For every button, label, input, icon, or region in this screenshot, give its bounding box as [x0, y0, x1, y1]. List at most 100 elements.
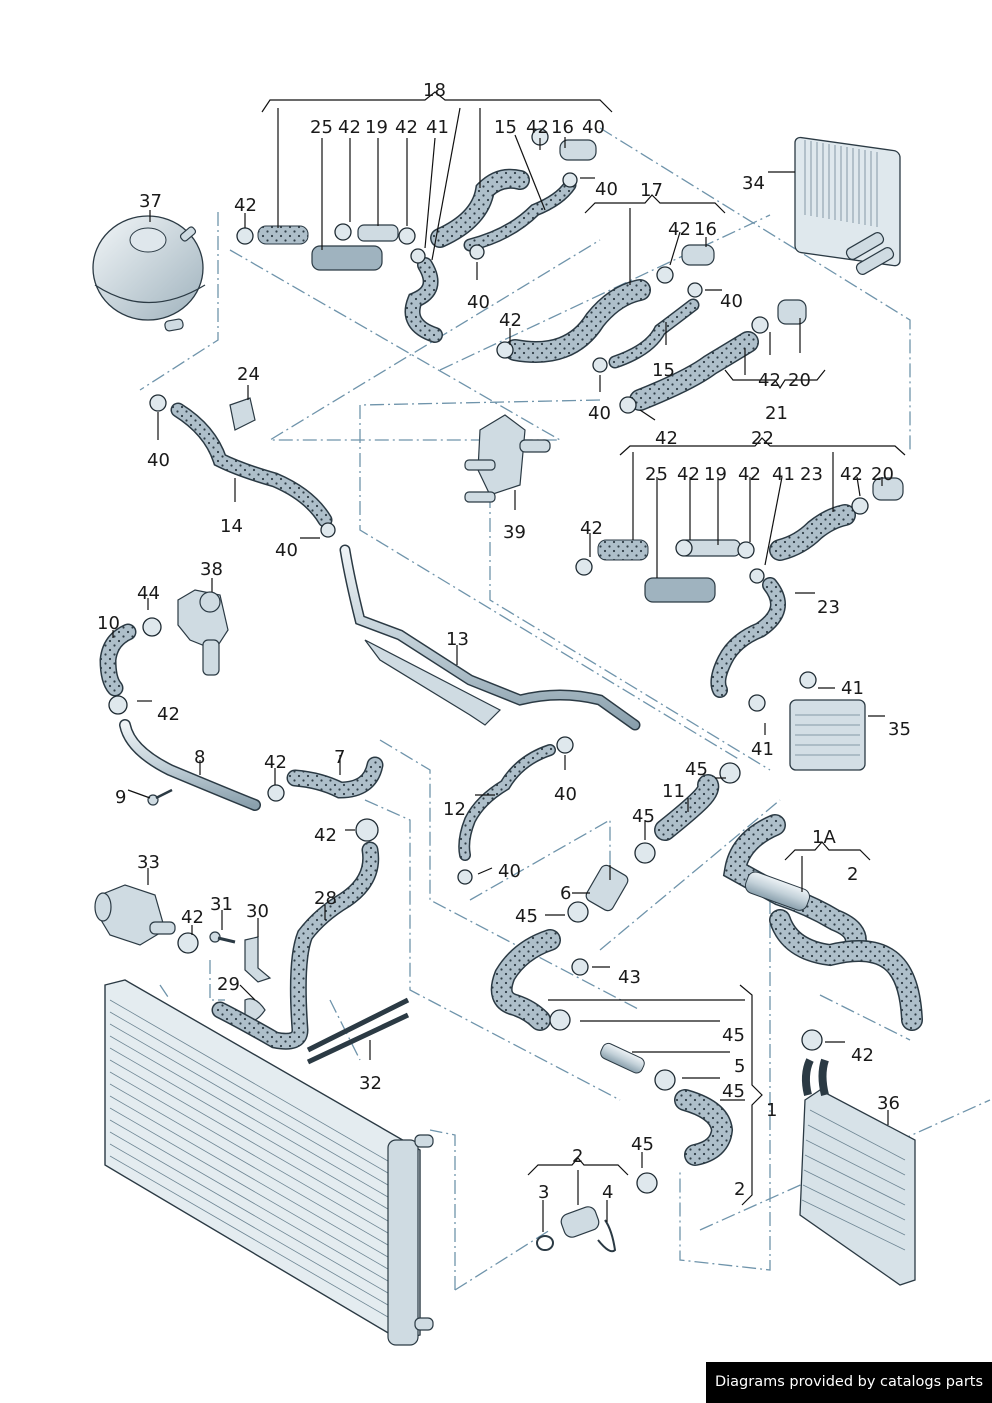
callout-24: 24 — [237, 364, 260, 385]
connector-6[interactable] — [584, 863, 630, 913]
callout-38: 38 — [200, 559, 223, 580]
callout-23: 23 — [817, 597, 840, 618]
callout-42: 42 — [234, 195, 257, 216]
retaining-clip-4[interactable] — [597, 1219, 617, 1253]
callout-41: 41 — [841, 678, 864, 699]
coolant-pipe-13[interactable] — [339, 544, 641, 731]
bolt-31[interactable] — [209, 931, 236, 944]
coolant-flange-39[interactable] — [464, 414, 551, 503]
callout-40: 40 — [588, 403, 611, 424]
callout-22: 22 — [751, 428, 774, 449]
callout-40: 40 — [595, 179, 618, 200]
callout-42: 42 — [338, 117, 361, 138]
hose-10[interactable] — [99, 623, 137, 697]
callout-28: 28 — [314, 888, 337, 909]
callout-37: 37 — [139, 191, 162, 212]
callout-13: 13 — [446, 629, 469, 650]
callout-42: 42 — [677, 464, 700, 485]
callout-35: 35 — [888, 719, 911, 740]
hose-assembly-1A[interactable] — [722, 814, 923, 1031]
callout-19: 19 — [704, 464, 727, 485]
callout-42: 42 — [157, 704, 180, 725]
diagram-credit-banner: Diagrams provided by catalogs parts — [706, 1362, 992, 1403]
callout-42: 42 — [181, 907, 204, 928]
callout-44: 44 — [137, 583, 160, 604]
hose-12[interactable] — [458, 744, 556, 861]
o-ring-3[interactable] — [536, 1235, 554, 1251]
callout-10: 10 — [97, 613, 120, 634]
callout-42: 42 — [840, 464, 863, 485]
callout-42: 42 — [758, 370, 781, 391]
callout-45: 45 — [722, 1081, 745, 1102]
hose-7[interactable] — [286, 756, 384, 799]
callout-40: 40 — [720, 291, 743, 312]
callout-20: 20 — [788, 370, 811, 391]
callout-23: 23 — [800, 464, 823, 485]
cable-ties-32[interactable] — [306, 997, 410, 1065]
callout-17: 17 — [640, 180, 663, 201]
radiator[interactable] — [104, 979, 434, 1346]
callout-1: 1 — [766, 1100, 777, 1121]
callout-2: 2 — [572, 1146, 583, 1167]
hose-14[interactable] — [170, 402, 333, 528]
callout-15: 15 — [652, 360, 675, 381]
hose-set-22[interactable] — [597, 477, 904, 698]
hose-set-1[interactable] — [490, 929, 734, 1166]
callout-16: 16 — [551, 117, 574, 138]
callout-6: 6 — [560, 883, 571, 904]
callout-19: 19 — [365, 117, 388, 138]
callout-25: 25 — [310, 117, 333, 138]
callout-2: 2 — [847, 864, 858, 885]
callout-41: 41 — [772, 464, 795, 485]
callout-40: 40 — [147, 450, 170, 471]
hose-set-18[interactable] — [257, 139, 597, 343]
callout-42: 42 — [580, 518, 603, 539]
callout-39: 39 — [503, 522, 526, 543]
bracket-24[interactable] — [229, 397, 256, 431]
valve-38[interactable] — [177, 589, 229, 676]
callout-45: 45 — [632, 806, 655, 827]
callout-14: 14 — [220, 516, 243, 537]
callout-25: 25 — [645, 464, 668, 485]
callout-45: 45 — [722, 1025, 745, 1046]
pipe-8[interactable] — [119, 719, 261, 811]
callout-18: 18 — [423, 80, 446, 101]
callout-41: 41 — [426, 117, 449, 138]
callout-42: 42 — [264, 752, 287, 773]
callout-41: 41 — [751, 739, 774, 760]
callout-12: 12 — [443, 799, 466, 820]
callout-31: 31 — [210, 894, 233, 915]
callout-40: 40 — [275, 540, 298, 561]
callout-42: 42 — [738, 464, 761, 485]
callout-32: 32 — [359, 1073, 382, 1094]
callout-42: 42 — [655, 428, 678, 449]
callout-40: 40 — [554, 784, 577, 805]
bracket-30[interactable] — [244, 936, 272, 983]
callout-42: 42 — [499, 310, 522, 331]
callout-40: 40 — [582, 117, 605, 138]
auxiliary-radiator-36[interactable] — [799, 1058, 916, 1286]
callout-4: 4 — [602, 1182, 613, 1203]
callout-45: 45 — [631, 1134, 654, 1155]
coolant-pump-33[interactable] — [94, 884, 176, 946]
callout-29: 29 — [217, 974, 240, 995]
hose-set-17[interactable] — [504, 244, 715, 369]
hose-set-21[interactable] — [629, 299, 807, 411]
oil-cooler-35[interactable] — [789, 699, 866, 771]
callout-20: 20 — [871, 464, 894, 485]
callout-42: 42 — [851, 1045, 874, 1066]
callout-11: 11 — [662, 781, 685, 802]
hose-11[interactable] — [654, 774, 720, 841]
heat-exchanger-34[interactable] — [794, 136, 901, 276]
callout-36: 36 — [877, 1093, 900, 1114]
callout-43: 43 — [618, 967, 641, 988]
callout-16: 16 — [694, 219, 717, 240]
screw-9[interactable] — [147, 788, 173, 806]
hose-clamps — [108, 128, 869, 1194]
expansion-tank-37[interactable] — [92, 215, 206, 332]
callout-3: 3 — [538, 1182, 549, 1203]
connector-2[interactable] — [559, 1205, 601, 1240]
hose-28[interactable] — [211, 841, 380, 1050]
callout-42: 42 — [314, 825, 337, 846]
